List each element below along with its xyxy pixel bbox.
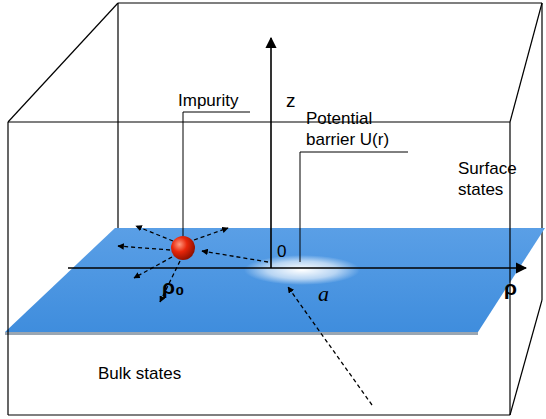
rho-axis [68,267,526,269]
impurity-sphere [171,236,195,260]
origin-label: 0 [277,241,293,262]
cube-edges [8,3,542,415]
axis-label: z [286,90,306,111]
barrier-glow [244,255,360,285]
radius-label: a [318,283,338,304]
callout-label: Potential barrier U(r) [306,108,411,150]
z-axis [270,38,272,268]
plane-edge [5,332,478,335]
position-label: ρ₀ [162,276,198,297]
region-label: Bulk states [98,363,208,384]
axis-label: ρ [504,277,524,298]
callout-label: Impurity [178,90,268,111]
region-label: Surface states [458,158,538,200]
surface-plane [5,228,545,332]
